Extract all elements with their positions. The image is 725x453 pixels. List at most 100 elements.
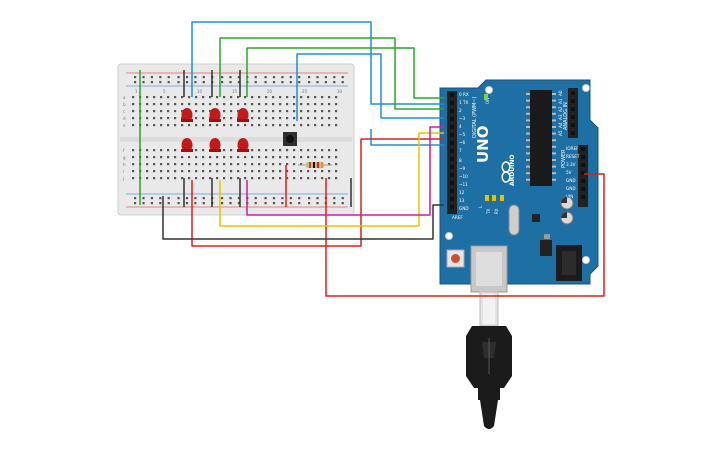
hole xyxy=(230,149,233,152)
uno-text: UNO xyxy=(474,126,492,164)
hole xyxy=(132,170,135,173)
hole xyxy=(552,99,556,102)
hole xyxy=(321,177,324,180)
hole xyxy=(450,109,454,113)
hole xyxy=(167,202,170,205)
hole xyxy=(526,106,530,109)
hole xyxy=(132,96,135,99)
hole xyxy=(195,110,198,113)
hole xyxy=(153,170,156,173)
hole xyxy=(321,170,324,173)
pin-label-9: ~9 xyxy=(459,166,466,171)
analog-pin-holes xyxy=(571,91,575,135)
hole xyxy=(307,124,310,127)
hole xyxy=(335,149,338,152)
hole xyxy=(335,163,338,166)
hole xyxy=(286,177,289,180)
hole xyxy=(195,124,198,127)
pin-label-1: 1 TX xyxy=(459,100,469,105)
hole xyxy=(160,110,163,113)
arduino-uno-board[interactable]: 0 RX 1 TX 2 ~3 4 ~5 ~6 7 8 ~9 ~10 ~11 12… xyxy=(439,79,599,293)
hole xyxy=(181,124,184,127)
hole xyxy=(450,157,454,161)
power-label-3v3: 3.3V xyxy=(566,162,576,167)
crystal-oscillator xyxy=(508,204,520,236)
hole xyxy=(281,202,284,205)
hole xyxy=(174,96,177,99)
pushbutton[interactable] xyxy=(283,132,297,146)
hole xyxy=(293,110,296,113)
hole xyxy=(272,170,275,173)
hole xyxy=(146,170,149,173)
hole xyxy=(160,103,163,106)
analog-label-a5: A5 xyxy=(558,130,563,136)
col-number-20: 20 xyxy=(267,89,273,94)
hole xyxy=(300,96,303,99)
hole xyxy=(552,139,556,142)
hole xyxy=(223,156,226,159)
hole xyxy=(279,156,282,159)
hole xyxy=(328,163,331,166)
leds xyxy=(181,108,249,152)
hole xyxy=(552,126,556,128)
hole xyxy=(265,156,268,159)
hole xyxy=(272,163,275,166)
tx-led-label: TX xyxy=(486,209,491,215)
hole xyxy=(244,156,247,159)
hole xyxy=(167,81,170,84)
hole xyxy=(272,202,276,205)
wire-green-led2 xyxy=(219,37,444,110)
hole xyxy=(314,177,317,180)
hole xyxy=(526,139,530,142)
hole xyxy=(293,177,296,180)
hole xyxy=(307,110,310,113)
hole xyxy=(221,197,224,200)
hole xyxy=(286,163,289,166)
hole xyxy=(174,117,177,120)
hole xyxy=(571,107,575,111)
hole xyxy=(328,149,331,152)
hole xyxy=(188,96,191,99)
power-label-gnd1: GND xyxy=(566,178,576,183)
hole xyxy=(552,178,556,181)
hole xyxy=(188,156,191,159)
hole xyxy=(450,165,454,169)
hole xyxy=(167,163,170,166)
hole xyxy=(174,149,177,152)
hole xyxy=(167,124,170,127)
hole xyxy=(188,170,191,173)
hole xyxy=(571,115,575,119)
hole xyxy=(293,149,296,152)
hole xyxy=(251,156,254,159)
hole xyxy=(209,177,212,180)
hole xyxy=(177,81,180,84)
hole xyxy=(450,205,454,209)
hole xyxy=(142,197,145,200)
hole xyxy=(216,103,219,106)
hole xyxy=(216,124,219,127)
hole xyxy=(251,149,254,152)
hole xyxy=(321,96,324,99)
hole xyxy=(229,197,232,200)
hole xyxy=(321,156,324,159)
hole xyxy=(132,156,135,159)
hole xyxy=(202,117,205,120)
hole xyxy=(194,202,197,205)
hole xyxy=(181,177,184,180)
hole xyxy=(298,76,301,79)
atmega-chip xyxy=(530,90,552,186)
hole xyxy=(571,99,575,103)
hole xyxy=(251,170,254,173)
hole xyxy=(174,156,177,159)
hole xyxy=(202,163,205,166)
hole xyxy=(202,177,205,180)
pin-label-2: 2 xyxy=(459,108,462,113)
hole xyxy=(335,110,338,113)
power-label-ioref: IOREF xyxy=(566,146,579,151)
hole xyxy=(293,117,296,120)
hole xyxy=(316,81,319,84)
pin-label-10: ~10 xyxy=(459,174,468,179)
hole xyxy=(254,202,257,205)
hole xyxy=(314,170,317,173)
hole xyxy=(202,124,205,127)
